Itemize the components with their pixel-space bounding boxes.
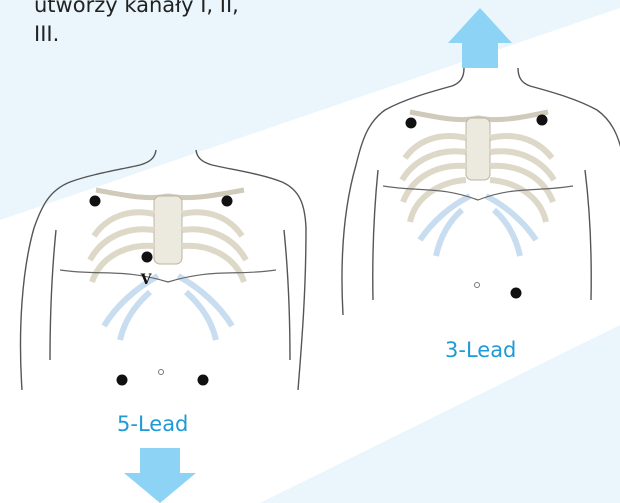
electrode-ra-5lead — [90, 196, 101, 207]
electrode-ll-5lead — [198, 375, 209, 386]
electrode-v-5lead — [142, 252, 153, 263]
torso-3lead — [342, 68, 620, 315]
down-arrow-icon — [124, 448, 196, 503]
rib-cage-5lead — [60, 190, 276, 340]
electrode-ra-3lead — [406, 118, 417, 129]
electrode-rl-5lead — [117, 375, 128, 386]
navel-5lead — [159, 370, 164, 375]
electrode-la-3lead — [537, 115, 548, 126]
caption-5lead: 5-Lead — [117, 412, 188, 436]
electrode-la-5lead — [222, 196, 233, 207]
navel-3lead — [475, 283, 480, 288]
instruction-line-2: III. — [34, 20, 284, 49]
instruction-line-1: utworzy kanały I, II, — [34, 0, 284, 20]
instruction-text: utworzy kanały I, II, III. — [34, 0, 284, 49]
caption-3lead: 3-Lead — [445, 338, 516, 362]
electrode-ll-3lead — [511, 288, 522, 299]
background-band-bottom — [260, 325, 620, 503]
rib-cage-3lead — [383, 112, 573, 256]
electrode-v-label: V — [140, 272, 153, 288]
